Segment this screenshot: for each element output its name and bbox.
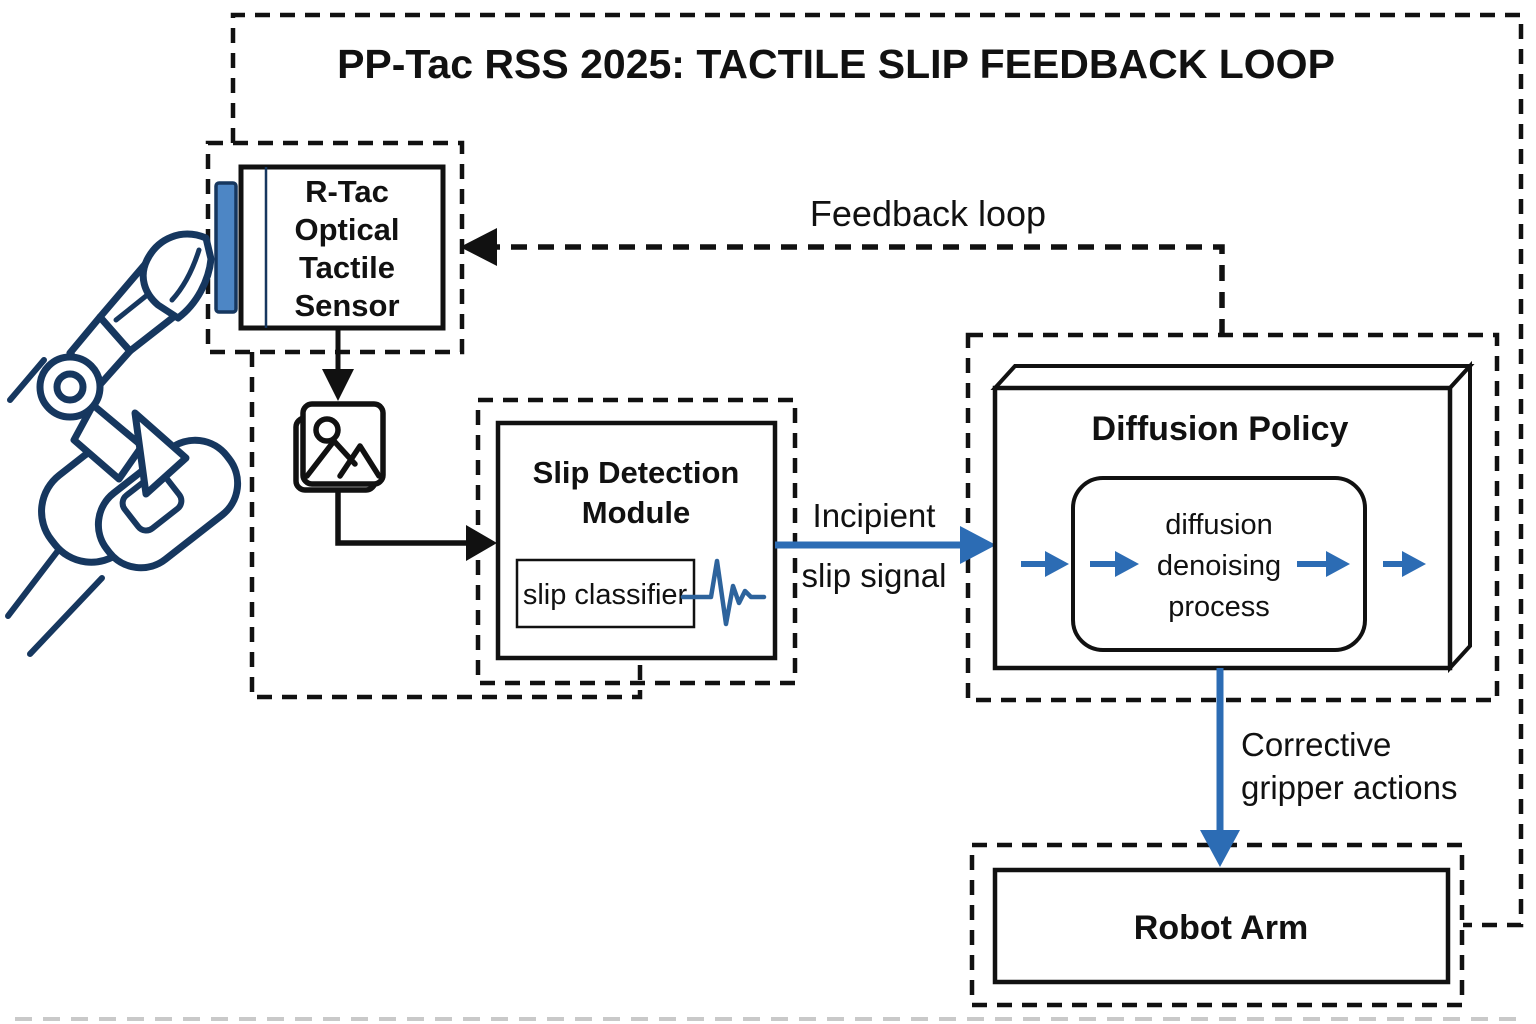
- slip-title-line1: Slip Detection: [533, 455, 740, 490]
- slip-detection-node: Slip Detection Module slip classifier: [495, 420, 778, 661]
- waveform-icon: [680, 558, 767, 627]
- perception-dashed-container: [249, 352, 643, 700]
- robot-arm-box: [992, 867, 1451, 985]
- hand-joint-inner: [53, 370, 87, 404]
- image-to-slip-arrow: [335, 490, 497, 561]
- sensor-box: [238, 164, 446, 331]
- incipient-arrow: [775, 526, 996, 564]
- corrective-label-line1: Corrective: [1241, 726, 1391, 763]
- feedback-arrowhead-icon: [460, 228, 497, 266]
- corrective-arrow: [1200, 668, 1240, 867]
- sensor-label-line1: R-Tac: [305, 174, 389, 209]
- hand-wrist-line: [7, 357, 47, 403]
- diagram-title: PP-Tac RSS 2025: TACTILE SLIP FEEDBACK L…: [337, 41, 1335, 87]
- sensor-contact-strip: [214, 181, 238, 314]
- robot-arm-node: Robot Arm: [992, 867, 1451, 985]
- denoising-step-arrows: [1021, 551, 1426, 577]
- image-icon-mountain-2: [337, 443, 382, 479]
- outer-dashed-border: [230, 12, 1524, 928]
- hand-fingertip: [139, 230, 215, 322]
- corrective-arrowhead-icon: [1200, 830, 1240, 867]
- hand-cable-line-2: [27, 575, 105, 657]
- sensor-node: R-Tac Optical Tactile Sensor: [214, 164, 446, 331]
- image-icon-mountain-1: [304, 438, 358, 479]
- sensor-label-line4: Sensor: [294, 288, 399, 323]
- denoise-arrow-4: [1383, 551, 1426, 577]
- image-arrow-shaft: [335, 490, 470, 546]
- denoising-rounded-box: [1071, 476, 1367, 652]
- robot-hand-illustration: [5, 230, 242, 657]
- robot-arm-label: Robot Arm: [1134, 909, 1308, 947]
- feedback-arrow: [460, 228, 1225, 335]
- hand-segment-detail: [113, 293, 149, 323]
- sensor-to-image-arrow: [322, 328, 354, 401]
- hand-thumb-wedge: [131, 409, 190, 498]
- sensor-label-line2: Optical: [294, 212, 399, 247]
- incipient-arrowhead-icon: [960, 526, 996, 564]
- diffusion-box-side-face: [1448, 360, 1472, 674]
- denoising-line3: process: [1168, 591, 1270, 623]
- denoise-arrow-2: [1090, 551, 1139, 577]
- denoising-line1: diffusion: [1165, 509, 1273, 541]
- image-stack-icon: [293, 401, 386, 493]
- hand-link-segment: [70, 401, 146, 483]
- feedback-label: Feedback loop: [810, 193, 1046, 234]
- slip-title-line2: Module: [582, 495, 691, 530]
- feedback-dashed-line: [496, 244, 1225, 335]
- denoising-line2: denoising: [1157, 550, 1281, 582]
- diffusion-title: Diffusion Policy: [1092, 410, 1349, 448]
- denoise-arrow-1: [1021, 551, 1069, 577]
- sensor-arrowhead-icon: [322, 369, 354, 401]
- image-icon-front-frame: [300, 401, 386, 487]
- incipient-label-line1: Incipient: [813, 497, 936, 534]
- diffusion-box-top-face: [990, 364, 1475, 390]
- slip-classifier-box: [515, 558, 696, 629]
- hand-gripper-pad: [119, 470, 185, 534]
- incipient-label-line2: slip signal: [802, 557, 947, 594]
- slip-classifier-label: slip classifier: [523, 579, 688, 611]
- hand-cable-line: [5, 545, 63, 619]
- hand-fingertip-detail: [169, 247, 202, 303]
- image-icon-sun: [313, 416, 341, 444]
- denoise-arrow-3: [1297, 551, 1350, 577]
- diffusion-policy-node: Diffusion Policy diffusion denoising pro…: [990, 360, 1475, 674]
- diffusion-dashed-container: [965, 332, 1500, 703]
- sensor-label-line3: Tactile: [299, 250, 395, 285]
- image-arrowhead-icon: [466, 525, 497, 561]
- corrective-label-line2: gripper actions: [1241, 769, 1457, 806]
